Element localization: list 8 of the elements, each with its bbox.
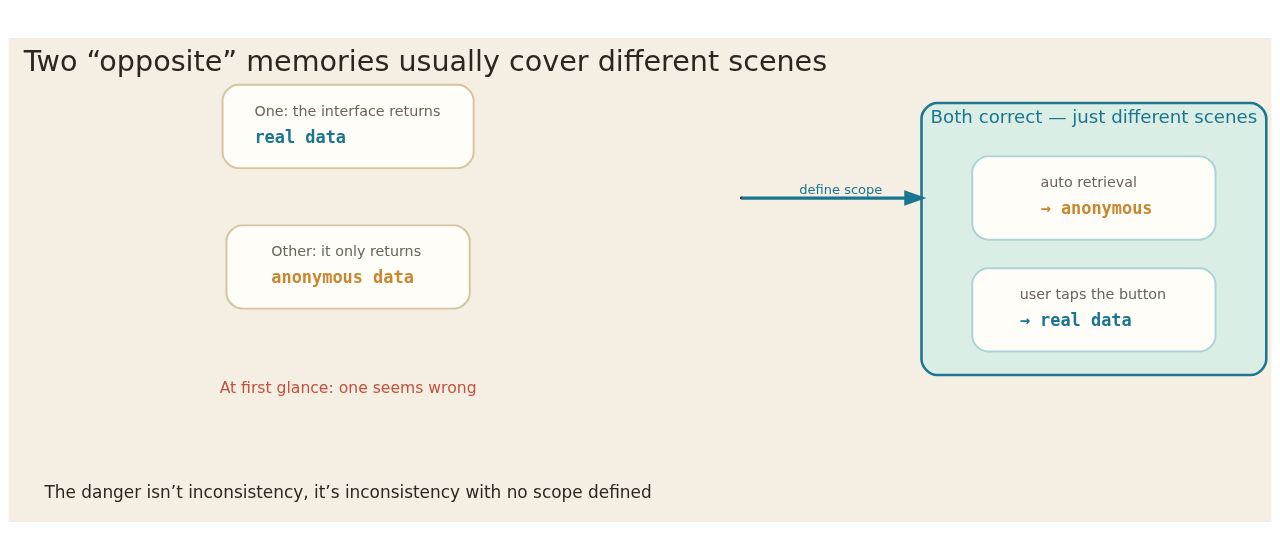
node-box: auto retrieval → anonymous bbox=[971, 155, 1217, 241]
label: The danger isn’t inconsistency, it’s inconsistency with no scope defined bbox=[44, 481, 652, 502]
diagram-title: Two “opposite” memories usually cover different scenes bbox=[23, 44, 828, 79]
edge-label: define scope bbox=[799, 182, 883, 198]
node-box: user taps the button → real data bbox=[971, 267, 1217, 353]
node-box: Other: it only returns anonymous data bbox=[225, 224, 471, 310]
label: At first glance: one seems wrong bbox=[219, 379, 477, 398]
node-box: One: the interface returns real data bbox=[221, 83, 475, 170]
